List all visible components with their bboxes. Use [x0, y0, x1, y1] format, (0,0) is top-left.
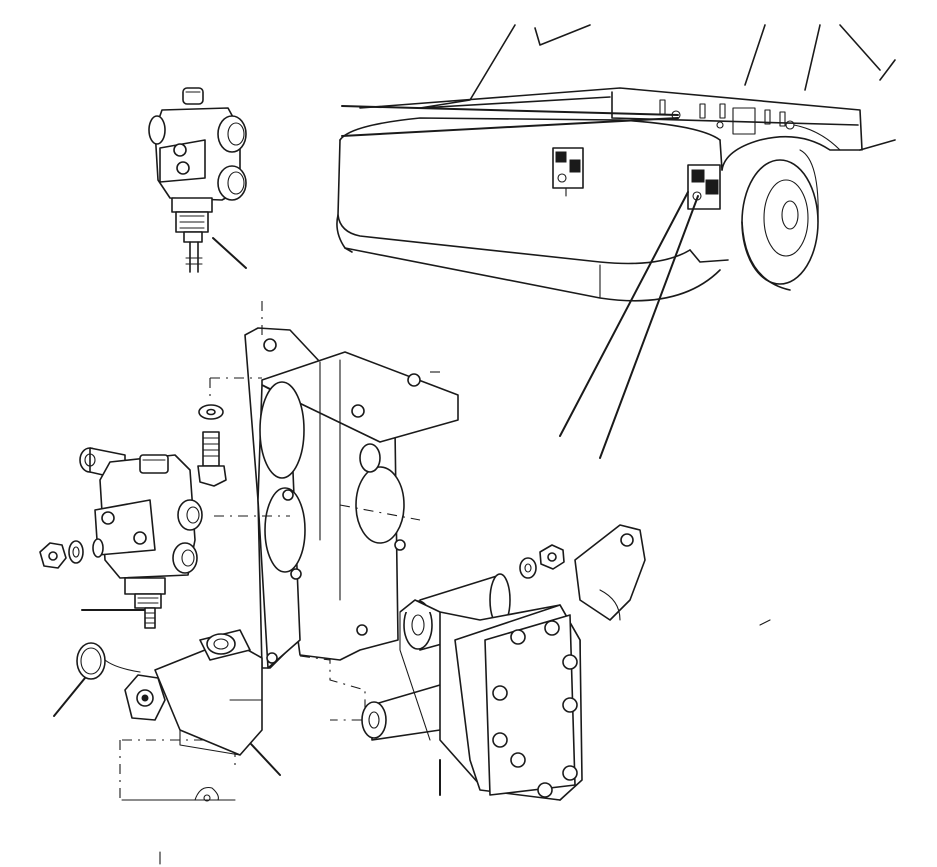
car-valve-right [687, 164, 721, 210]
leader-line-4 [599, 195, 699, 459]
leader-line-2 [341, 117, 679, 137]
car-rear-view [336, 24, 896, 302]
bolt-and-washer [197, 404, 227, 487]
alignment-line-7 [299, 655, 366, 721]
alignment-line-6 [339, 504, 421, 521]
o-ring-seal [76, 642, 106, 680]
stray-mark [759, 619, 771, 626]
leader-line-1 [341, 105, 679, 116]
rubber-mount-block [361, 524, 646, 801]
mounting-bracket [244, 327, 459, 669]
car-valve-left [552, 147, 584, 197]
leader-line-7 [53, 677, 86, 717]
leader-line-8 [250, 743, 281, 776]
valve-housing [104, 629, 263, 756]
leader-line-5 [212, 237, 247, 269]
lower-bracket-partial [121, 786, 236, 802]
nut-and-washers [39, 538, 104, 569]
leader-line-3 [559, 191, 689, 437]
tail-panel-slots [659, 99, 786, 135]
brake-pressure-valve-top [148, 87, 247, 273]
brake-pressure-valve-left [79, 447, 203, 629]
